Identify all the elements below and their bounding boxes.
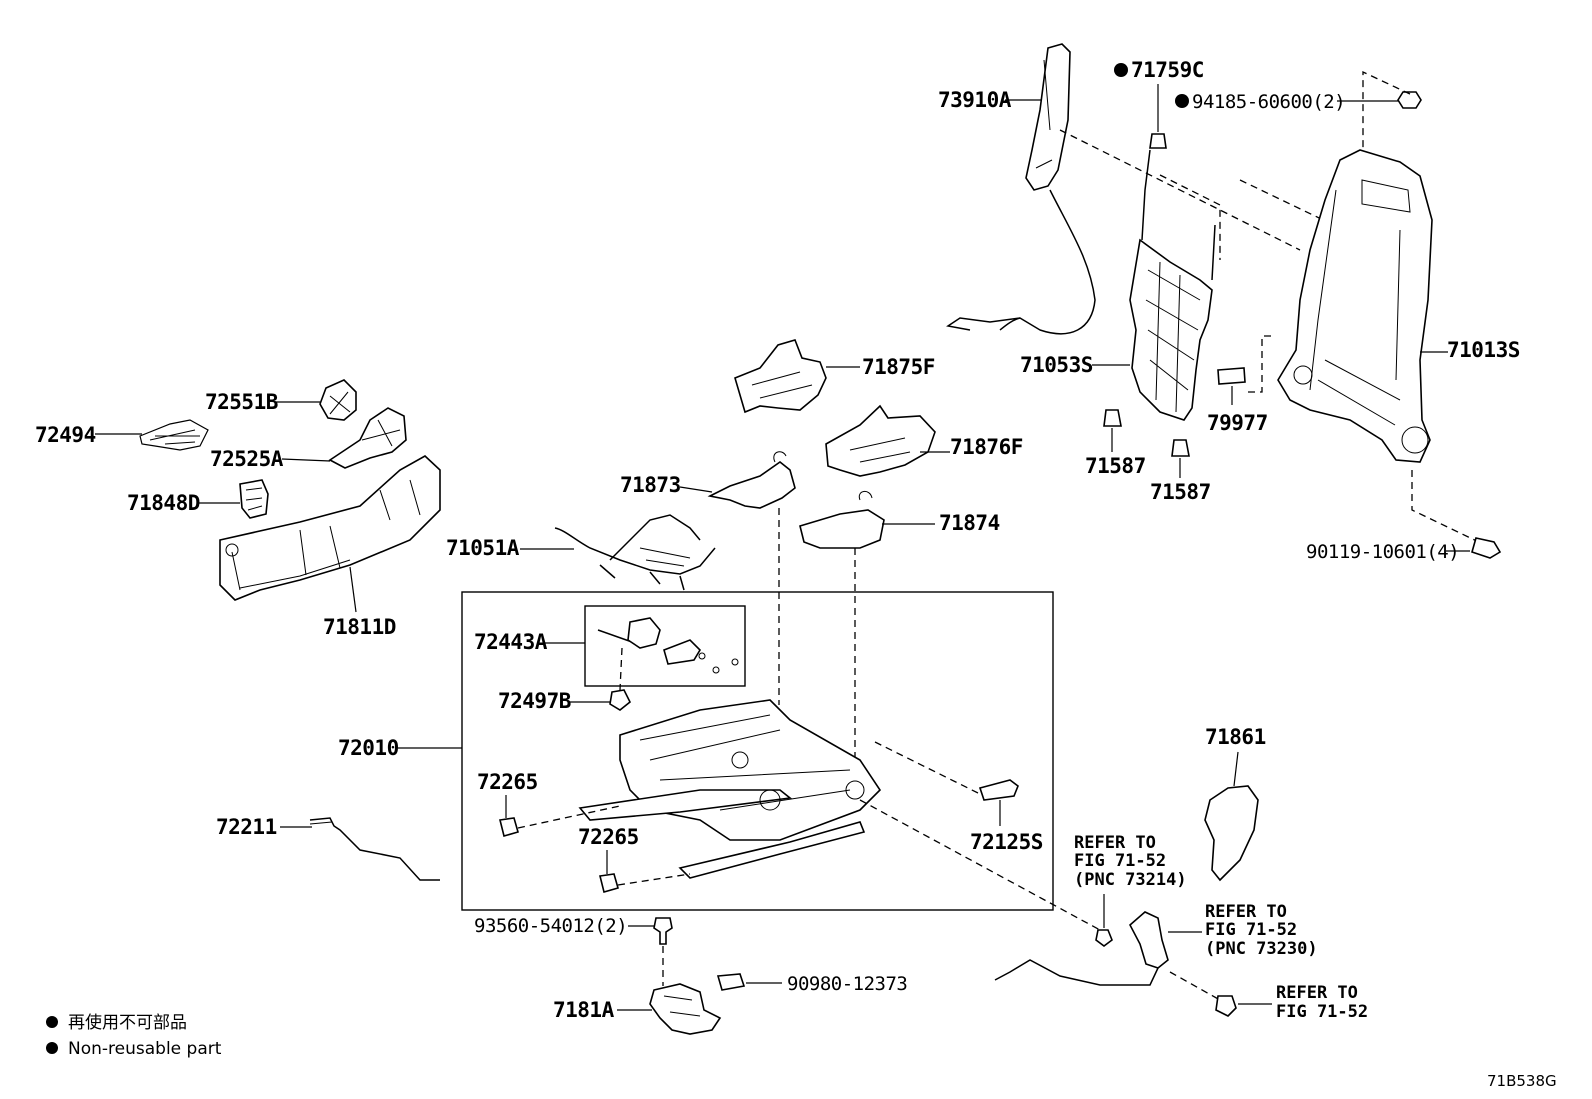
non-reusable-mark: [1175, 94, 1189, 108]
part-72497B-cover: [609, 689, 632, 711]
label-72265-b: 72265: [578, 825, 639, 849]
label-71587-a: 71587: [1085, 454, 1146, 478]
label-71587-b: 71587: [1150, 480, 1211, 504]
part-7181A-bracket: [649, 983, 722, 1035]
part-90119-bolt: [1471, 537, 1502, 559]
seat-adjuster-frame-box: [461, 591, 1054, 911]
refer-3-line-1: REFER TO: [1276, 983, 1358, 1003]
part-93560-bolt: [653, 917, 673, 945]
refer-2-line-1: REFER TO: [1205, 902, 1287, 922]
label-72525A: 72525A: [210, 447, 284, 471]
label-73910A: 73910A: [938, 88, 1012, 112]
label-71053S: 71053S: [1020, 353, 1093, 377]
refer-1-line-1: REFER TO: [1074, 833, 1156, 853]
label-90980-12373: 90980-12373: [787, 973, 907, 995]
part-71873-bracket: [707, 461, 796, 509]
label-72494: 72494: [35, 423, 96, 447]
motor-inset-box: [584, 605, 746, 687]
label-72443A: 72443A: [474, 630, 548, 654]
part-71587-clip-b: [1171, 439, 1190, 457]
non-reusable-mark: [1114, 63, 1128, 77]
label-71013S: 71013S: [1447, 338, 1520, 362]
label-93560-54012: 93560-54012(2): [474, 915, 627, 937]
part-79977-label: [1217, 367, 1246, 385]
label-79977: 79977: [1207, 411, 1268, 435]
part-71013S-seatback-frame: [1277, 149, 1433, 463]
legend-mark-jp: [46, 1016, 58, 1028]
label-72211: 72211: [216, 815, 277, 839]
part-72010-seat-adjuster: [578, 699, 882, 879]
part-71874-bracket: [799, 509, 885, 549]
label-71051A: 71051A: [446, 536, 520, 560]
part-71053S-lumbar: [1129, 149, 1216, 421]
label-71811D: 71811D: [323, 615, 396, 639]
part-72551B-knob: [319, 379, 357, 421]
figure-code: 71B538G: [1487, 1072, 1557, 1090]
label-71873: 71873: [620, 473, 681, 497]
label-71848D: 71848D: [127, 491, 200, 515]
part-72125S-sensor: [978, 779, 1019, 801]
refer-1-line-2: FIG 71-52: [1074, 851, 1166, 871]
part-72443A-motor: [597, 617, 739, 691]
part-71759C-clip: [1149, 133, 1167, 149]
label-71759C: 71759C: [1131, 58, 1204, 82]
part-nut-ref-73214: [1095, 929, 1113, 947]
label-72265-a: 72265: [477, 770, 538, 794]
part-90980-connector: [716, 973, 746, 991]
label-71861: 71861: [1205, 725, 1266, 749]
part-73910A-airbag: [946, 43, 1096, 335]
legend-mark-en: [46, 1042, 58, 1054]
label-90119-10601: 90119-10601(4): [1306, 541, 1459, 563]
legend-en-text: Non-reusable part: [68, 1039, 222, 1059]
part-94185-nut: [1397, 91, 1422, 109]
part-71876F-cover: [825, 404, 936, 477]
part-nut-ref-71-52: [1215, 995, 1237, 1017]
label-71874: 71874: [939, 511, 1000, 535]
label-7181A: 7181A: [553, 998, 615, 1022]
refer-3-line-2: FIG 71-52: [1276, 1002, 1368, 1022]
part-71811D-side-shield: [219, 455, 441, 601]
label-72497B: 72497B: [498, 689, 571, 713]
label-94185-60600: 94185-60600(2): [1192, 91, 1345, 113]
refer-2-line-2: FIG 71-52: [1205, 920, 1297, 940]
part-72265-cover-b: [599, 873, 619, 893]
part-72211-rod: [309, 817, 440, 881]
label-71876F: 71876F: [950, 435, 1023, 459]
refer-2-line-3: (PNC 73230): [1205, 939, 1318, 959]
label-72551B: 72551B: [205, 390, 278, 414]
legend-jp-text: 再使用不可部品: [68, 1012, 187, 1033]
refer-1-line-3: (PNC 73214): [1074, 870, 1187, 890]
part-71587-clip-a: [1103, 409, 1122, 427]
part-71051A-harness: [554, 514, 716, 591]
part-72265-cover-a: [499, 817, 519, 837]
part-buckle-ref-73230: [994, 911, 1221, 1001]
label-71875F: 71875F: [862, 355, 935, 379]
part-71861-cover: [1204, 785, 1259, 882]
label-72010: 72010: [338, 736, 399, 760]
label-72125S: 72125S: [970, 830, 1043, 854]
part-71875F-cover: [734, 339, 827, 414]
